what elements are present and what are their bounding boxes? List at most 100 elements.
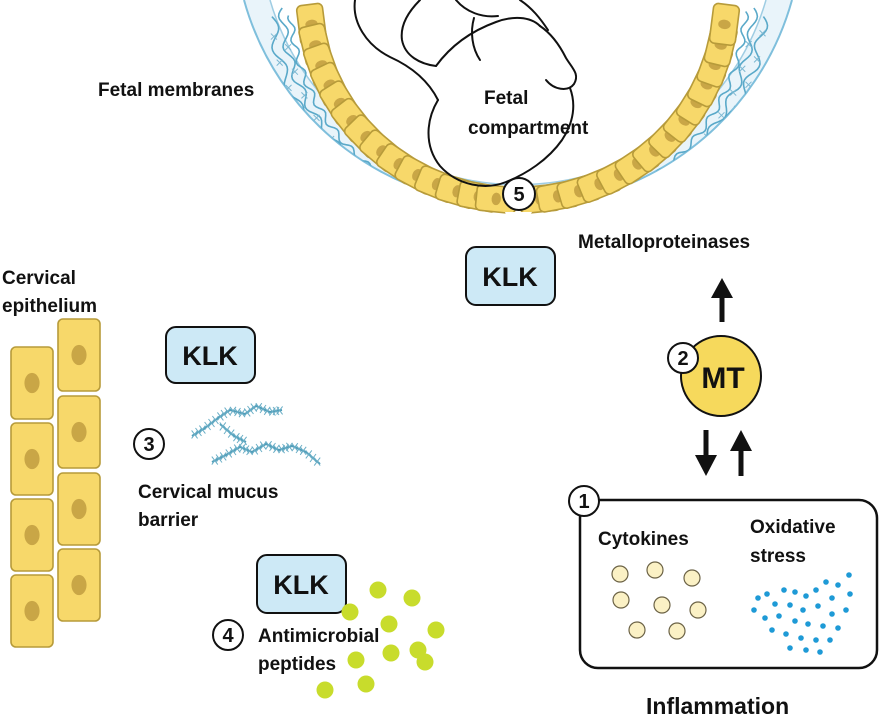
fiber-fringe	[550, 227, 556, 233]
mucus-fringe	[219, 452, 227, 461]
peptide-dot	[341, 603, 359, 621]
mucus-fringe	[273, 444, 280, 454]
antimicrobial-peptide-dots	[316, 581, 445, 699]
mucus-fringe	[282, 443, 289, 453]
mucus-fringe	[265, 440, 272, 450]
marker-2: 2	[667, 342, 699, 374]
mucus-strand	[191, 404, 283, 437]
mucus-fringe	[313, 457, 321, 466]
peptide-dot	[347, 651, 365, 669]
klk-box-membrane: KLK	[465, 246, 556, 306]
fiber-fringe	[683, 168, 691, 175]
label-oxidative-1: Oxidative	[750, 517, 836, 538]
oxidative-dot	[843, 607, 849, 613]
peptide-dot	[382, 644, 400, 662]
mucus-fringe	[233, 444, 241, 453]
oxidative-dot	[800, 607, 806, 613]
mucus-fringe	[211, 456, 219, 465]
fiber-fringe	[311, 131, 319, 138]
mucus-fringe	[212, 415, 219, 425]
label-cervical-2: epithelium	[2, 296, 97, 317]
klk-box-mucus: KLK	[165, 326, 256, 384]
oxidative-dot	[762, 615, 768, 621]
fiber-fringe	[738, 65, 746, 73]
fiber-fringe	[702, 149, 710, 156]
fiber-fringe	[301, 91, 308, 99]
cytokine-dot	[611, 565, 629, 583]
label-oxidative-2: stress	[750, 546, 806, 567]
oxidative-dot	[829, 611, 835, 617]
cervical-cell	[57, 318, 101, 392]
fiber-fringe	[457, 221, 463, 227]
fiber-fringe	[270, 33, 278, 40]
marker-5: 5	[502, 177, 536, 211]
mucus-fringe	[305, 450, 313, 459]
fiber-fringe	[496, 230, 502, 236]
fiber-fringe	[662, 184, 670, 192]
oxidative-dot	[769, 627, 775, 633]
fiber-fringe	[328, 152, 336, 159]
oxidative-dot	[755, 595, 761, 601]
oxidative-dot	[815, 603, 821, 609]
oxidative-dot	[764, 591, 770, 597]
mucus-fringe	[276, 406, 283, 415]
mucus-strand	[211, 442, 321, 465]
mucus-fringe	[246, 446, 253, 456]
label-antimicrobial-2: peptides	[258, 654, 336, 675]
fiber-fringe	[668, 171, 676, 178]
fiber-fringe	[443, 222, 449, 228]
fiber-fringe	[729, 89, 737, 96]
marker-3-number: 3	[143, 434, 154, 456]
peptide-dot	[416, 653, 434, 671]
mucus-fringe	[255, 443, 263, 453]
oxidative-dot	[817, 649, 823, 655]
fiber-fringe	[347, 170, 355, 178]
fiber-fringe	[733, 105, 741, 113]
oxidative-dot	[781, 587, 787, 593]
mucus-fringe	[299, 446, 307, 456]
marker-2-number: 2	[677, 348, 688, 370]
mucus-fringe	[227, 429, 235, 438]
fiber-fringe	[718, 111, 725, 119]
mucus-strand	[219, 423, 247, 443]
fiber-fringe	[639, 199, 647, 206]
peptide-dot	[316, 681, 334, 699]
oxidative-dot	[803, 647, 809, 653]
cytokine-dot	[612, 591, 630, 609]
cytokine-dot	[683, 569, 701, 587]
peptide-dot	[380, 615, 398, 633]
mucus-fringe	[240, 436, 247, 446]
mucus-fringe	[242, 445, 250, 454]
fiber-fringe	[407, 201, 415, 207]
oxidative-dot	[792, 618, 798, 624]
cytokine-dots	[611, 561, 707, 640]
mucus-fringe	[199, 425, 206, 434]
oxidative-dot	[835, 625, 841, 631]
fiber-fringe	[625, 200, 632, 207]
cervical-cell	[10, 498, 54, 572]
label-fetal-membranes: Fetal membranes	[98, 80, 254, 101]
label-fetal-compartment-2: compartment	[468, 118, 589, 139]
fiber-fringe	[432, 213, 438, 219]
cytokine-dot	[689, 601, 707, 619]
fiber-fringe	[576, 221, 582, 227]
mucus-fringe	[247, 405, 254, 415]
mucus-fringe	[259, 441, 267, 450]
mucus-fringe	[255, 402, 263, 412]
oxidative-dot	[847, 591, 853, 597]
fiber-fringe	[384, 188, 392, 196]
fiber-fringe	[369, 187, 376, 195]
mt-circle: MT	[680, 335, 762, 417]
label-antimicrobial-1: Antimicrobial	[258, 626, 379, 647]
cytokine-dot	[653, 596, 671, 614]
fiber-fringe	[719, 128, 727, 136]
cervical-cell	[10, 422, 54, 496]
cervical-cell	[57, 548, 101, 622]
oxidative-dot	[805, 621, 811, 627]
klk-label-membrane: KLK	[482, 262, 538, 292]
fiber-fringe	[470, 227, 476, 233]
oxidative-dot	[787, 645, 793, 651]
oxidative-dot	[798, 635, 804, 641]
oxidative-dot	[787, 602, 793, 608]
